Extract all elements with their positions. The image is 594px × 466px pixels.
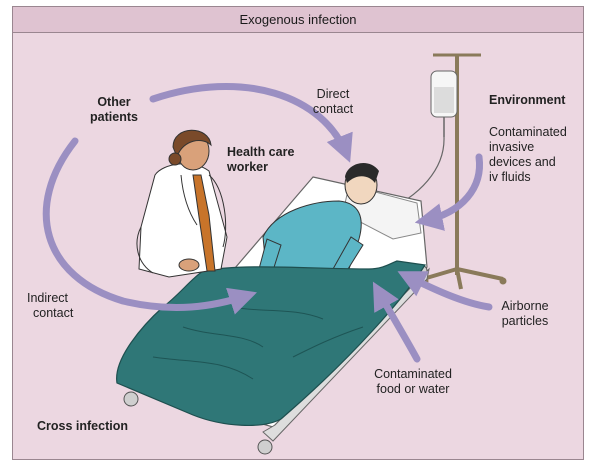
- devices-arrow: [423, 157, 480, 221]
- label-airborne-particles: Airborne particles: [487, 299, 563, 329]
- label-contaminated-devices: Contaminated invasive devices and iv flu…: [489, 125, 567, 185]
- label-other-patients: Other patients: [79, 95, 149, 125]
- label-environment: Environment: [489, 93, 565, 108]
- diagram-frame: Exogenous infection: [12, 6, 584, 460]
- label-contaminated-food-water: Contaminated food or water: [361, 367, 465, 397]
- health-care-worker: [137, 130, 227, 277]
- bed-sheet: [117, 261, 425, 425]
- label-indirect-contact: Indirect contact: [27, 291, 73, 321]
- airborne-arrow: [405, 275, 489, 307]
- label-direct-contact: Direct contact: [303, 87, 363, 117]
- illustration: [13, 7, 584, 460]
- label-health-care-worker: Health care worker: [227, 145, 294, 175]
- label-cross-infection: Cross infection: [37, 419, 128, 434]
